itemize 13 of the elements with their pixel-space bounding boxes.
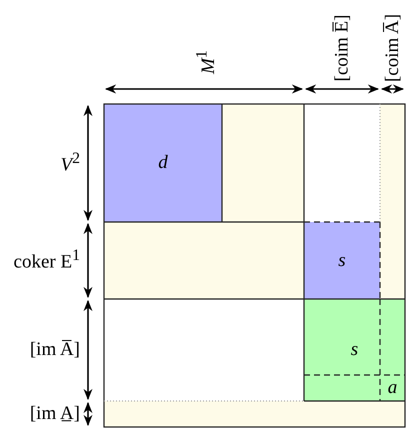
dimension-label: [im A̅]: [30, 339, 80, 361]
block-label: s: [338, 250, 346, 272]
matrix-block: [304, 299, 405, 401]
dimension-label: [coim E̅]: [331, 14, 353, 82]
block-label: s: [350, 339, 358, 361]
dimension-label: [coim A̅]: [382, 14, 404, 82]
block-label: d: [158, 152, 168, 174]
dimension-label: coker E$^{1}$: [14, 247, 80, 274]
dimension-label: [im A̲]: [30, 403, 80, 425]
matrix-block: [304, 222, 380, 299]
dimension-label: V$^{2}$: [60, 150, 80, 176]
matrix-block: [104, 104, 222, 222]
block-label: a: [388, 377, 398, 399]
